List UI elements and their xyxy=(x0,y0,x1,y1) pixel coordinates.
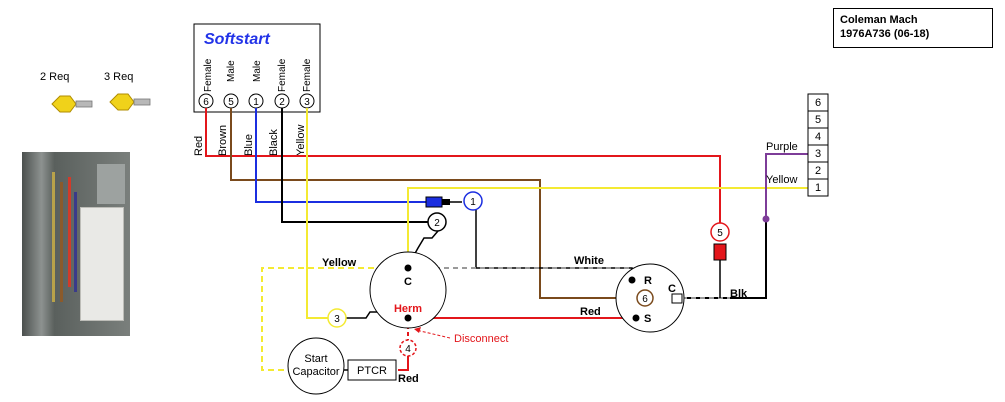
svg-text:5: 5 xyxy=(717,228,723,239)
marker-1: 1 xyxy=(463,191,483,211)
pin-gender-1: Male xyxy=(252,60,263,82)
three-req-label: 3 Req xyxy=(104,71,133,83)
red-label: Red xyxy=(580,306,601,318)
three-way-connector-icon xyxy=(109,93,151,111)
terminal-3: 3 xyxy=(815,148,821,160)
wire-label-brown: Brown xyxy=(217,125,229,156)
yellow-wire-softstart xyxy=(306,108,328,319)
svg-text:5: 5 xyxy=(228,97,234,108)
pin-gender-2: Female xyxy=(277,58,288,92)
run-cap-r-label: R xyxy=(644,275,652,287)
softstart-pin-3: 3 xyxy=(299,93,315,109)
yellow-dashed-wire xyxy=(261,267,404,371)
wire-label-yellow: Yellow xyxy=(295,125,307,156)
run-cap-s-label: S xyxy=(644,313,651,325)
pin-gender-3: Female xyxy=(302,58,313,92)
purple-junction-dot xyxy=(762,215,770,223)
disconnect-label: Disconnect xyxy=(454,333,508,345)
softstart-pin-1: 1 xyxy=(248,93,264,109)
blue-wire xyxy=(255,108,428,203)
start-capacitor-label-2: Capacitor xyxy=(292,366,339,378)
marker-3: 3 xyxy=(327,308,347,328)
blue-connector-icon xyxy=(425,196,462,208)
yellow-wire-terminal xyxy=(407,187,808,266)
wire-label-red: Red xyxy=(193,136,205,156)
marker-4: 4 xyxy=(399,339,417,357)
compressor-c-label: C xyxy=(404,276,412,288)
red-wire xyxy=(205,108,721,228)
terminal-1: 1 xyxy=(815,182,821,194)
softstart-unit-photo xyxy=(80,207,124,321)
model-number: 1976A736 (06-18) xyxy=(840,28,930,40)
compressor-herm-label: Herm xyxy=(394,303,422,315)
ptcr-label: PTCR xyxy=(357,365,387,377)
two-way-connector-icon xyxy=(51,95,93,113)
softstart-pin-5: 5 xyxy=(223,93,239,109)
yellow-label: Yellow xyxy=(322,257,357,269)
terminal-5: 5 xyxy=(815,114,821,126)
wiring-photo xyxy=(22,152,130,336)
purple-wire-label: Purple xyxy=(766,141,798,153)
wire-label-black: Black xyxy=(268,129,280,156)
run-cap-r-dot xyxy=(628,276,636,284)
svg-text:3: 3 xyxy=(304,97,310,108)
compressor-c-dot xyxy=(404,264,412,272)
run-cap-s-dot xyxy=(632,314,640,322)
pin-gender-5: Male xyxy=(226,60,237,82)
svg-text:3: 3 xyxy=(334,314,340,325)
model-title-block: Coleman Mach 1976A736 (06-18) xyxy=(833,8,993,48)
two-req-label: 2 Req xyxy=(40,71,69,83)
svg-text:6: 6 xyxy=(642,294,648,305)
ptcr-box xyxy=(347,359,397,381)
red-bottom-label: Red xyxy=(398,373,419,385)
svg-text:4: 4 xyxy=(405,344,411,355)
svg-text:2: 2 xyxy=(434,218,440,229)
terminal-4: 4 xyxy=(815,131,821,143)
terminal-2: 2 xyxy=(815,165,821,177)
black-wire xyxy=(281,108,428,223)
svg-text:1: 1 xyxy=(253,97,259,108)
softstart-pin-6: 6 xyxy=(198,93,214,109)
softstart-title: Softstart xyxy=(204,31,270,48)
run-cap-c-label: C xyxy=(668,283,676,295)
start-capacitor xyxy=(287,337,345,395)
red-ptcr-wire xyxy=(398,356,409,371)
yellow-terminal-label: Yellow xyxy=(766,174,797,186)
start-capacitor-label-1: Start xyxy=(304,353,327,365)
svg-text:6: 6 xyxy=(203,97,209,108)
svg-text:2: 2 xyxy=(279,97,285,108)
marker-2: 2 xyxy=(427,212,447,232)
brown-wire xyxy=(230,108,638,299)
marker-6: 6 xyxy=(636,289,654,307)
marker-5: 5 xyxy=(710,222,730,298)
pin-gender-6: Female xyxy=(203,58,214,92)
terminal-6: 6 xyxy=(815,97,821,109)
terminal-strip xyxy=(807,93,829,197)
run-cap-c-terminal xyxy=(671,293,683,304)
compressor-circle xyxy=(369,251,447,329)
white-label: White xyxy=(574,255,604,267)
disconnect-arrow-icon xyxy=(414,327,451,339)
model-name: Coleman Mach xyxy=(840,14,918,26)
compressor-herm-dot xyxy=(404,314,412,322)
svg-text:1: 1 xyxy=(470,197,476,208)
wire-label-blue: Blue xyxy=(243,134,255,156)
blk-label: Blk xyxy=(730,288,748,300)
softstart-pin-2: 2 xyxy=(274,93,290,109)
purple-wire xyxy=(765,153,808,218)
